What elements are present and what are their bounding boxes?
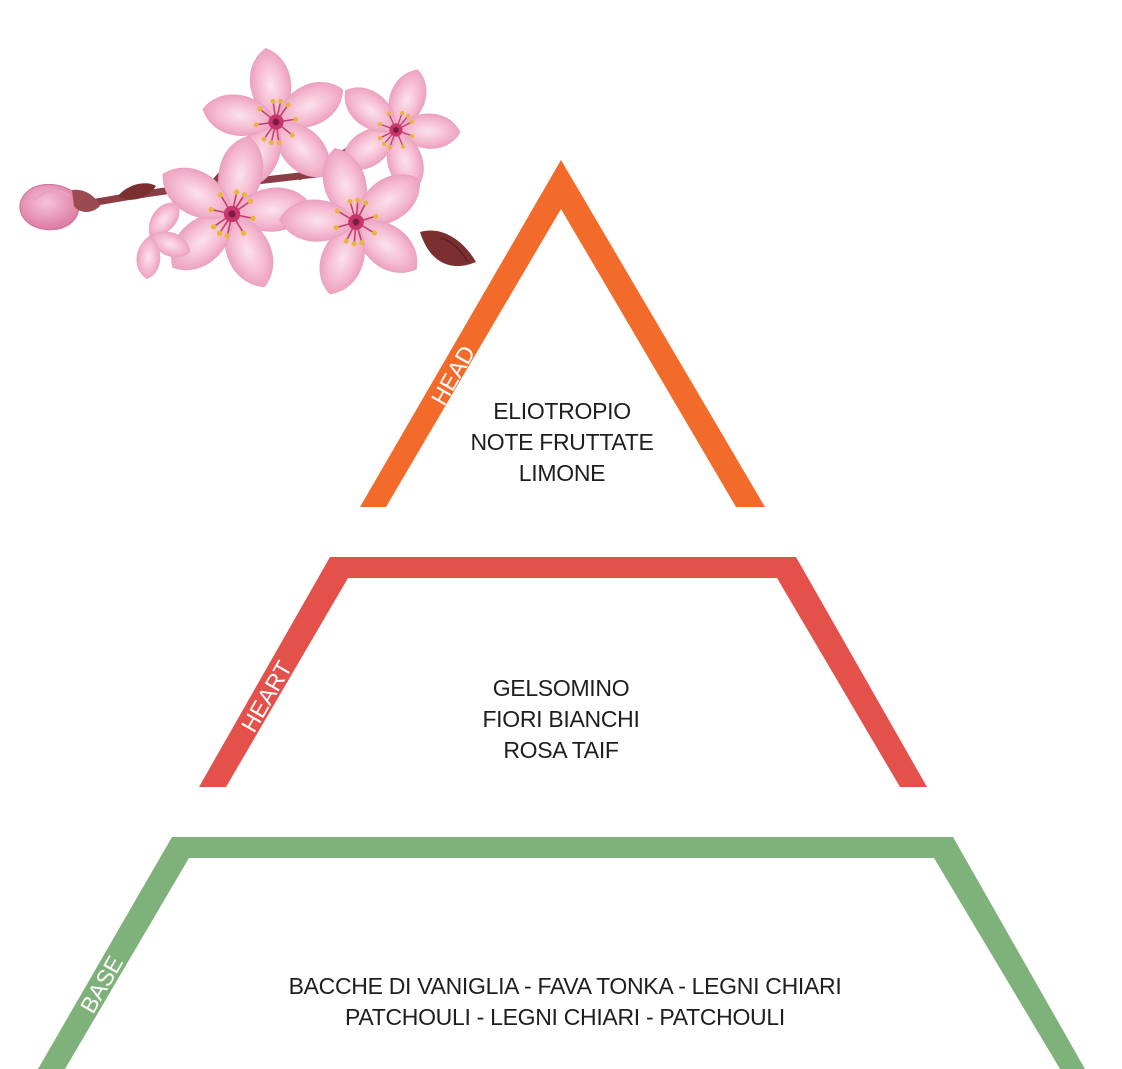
heart-note-3: ROSA TAIF bbox=[503, 737, 619, 763]
base-tier-outline bbox=[38, 837, 1085, 1069]
head-notes: ELIOTROPIO NOTE FRUTTATE LIMONE bbox=[1, 396, 1122, 489]
base-notes: BACCHE DI VANIGLIA - FAVA TONKA - LEGNI … bbox=[4, 971, 1122, 1033]
head-tier-outline bbox=[360, 160, 765, 507]
heart-note-1: GELSOMINO bbox=[492, 675, 630, 701]
cherry-blossom-image bbox=[19, 38, 480, 315]
head-note-3: LIMONE bbox=[518, 460, 606, 486]
heart-notes: GELSOMINO FIORI BIANCHI ROSA TAIF bbox=[0, 673, 1122, 766]
blossom-bud bbox=[19, 183, 100, 231]
base-note-1: BACCHE DI VANIGLIA - FAVA TONKA - LEGNI … bbox=[288, 973, 842, 999]
heart-note-2: FIORI BIANCHI bbox=[482, 706, 640, 732]
head-note-2: NOTE FRUTTATE bbox=[470, 429, 654, 455]
head-note-1: ELIOTROPIO bbox=[493, 398, 631, 424]
base-tier: BASE bbox=[38, 837, 1085, 1069]
base-note-2: PATCHOULI - LEGNI CHIARI - PATCHOULI bbox=[345, 1004, 785, 1030]
